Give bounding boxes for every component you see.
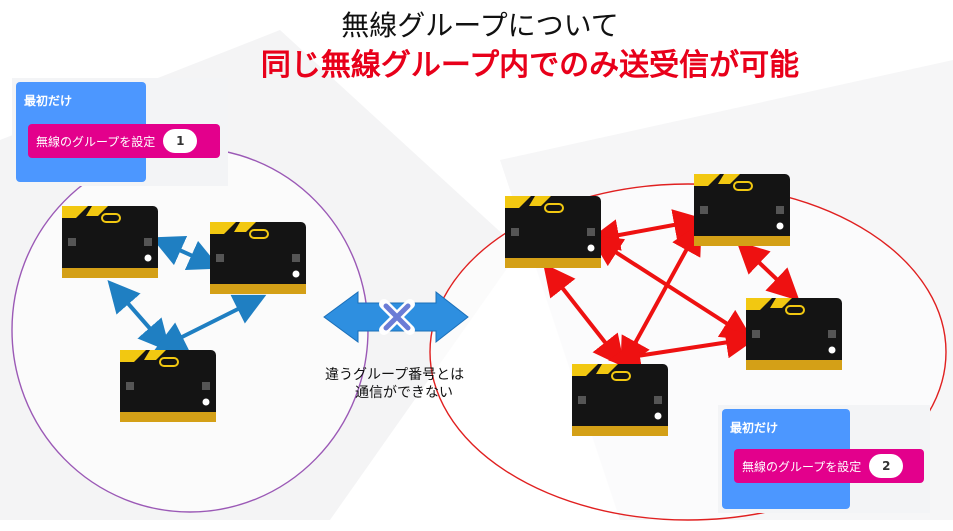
left-code-panel: 最初だけ 無線のグループを設定 1 bbox=[12, 78, 228, 186]
right-code-panel: 最初だけ 無線のグループを設定 2 bbox=[718, 405, 930, 513]
microbit-board-left-c bbox=[120, 350, 216, 422]
blocked-note: 違うグループ番号とは 通信ができない bbox=[325, 366, 525, 402]
microbit-board-left-a bbox=[62, 206, 158, 278]
page-subtitle: 同じ無線グループ内でのみ送受信が可能 bbox=[260, 48, 800, 83]
microbit-board-left-b bbox=[210, 222, 306, 294]
right-radio-block-label: 無線のグループを設定 bbox=[742, 459, 862, 474]
right-link-2-4 bbox=[736, 240, 800, 302]
left-radio-block-label: 無線のグループを設定 bbox=[36, 134, 156, 149]
right-radio-set-group-block[interactable]: 無線のグループを設定 2 bbox=[734, 449, 924, 483]
left-group-number-input[interactable]: 1 bbox=[163, 129, 198, 153]
right-link-4-3 bbox=[608, 326, 758, 372]
left-link-a-c bbox=[107, 279, 171, 353]
microbit-board-right-1 bbox=[505, 196, 601, 268]
cross-mark-icon bbox=[379, 299, 415, 335]
left-link-b-c bbox=[153, 294, 267, 352]
left-link-a-b bbox=[151, 235, 221, 271]
microbit-board-right-3 bbox=[572, 364, 668, 436]
left-radio-set-group-block[interactable]: 無線のグループを設定 1 bbox=[28, 124, 220, 158]
right-group-number-input[interactable]: 2 bbox=[869, 454, 904, 478]
page-title: 無線グループについて bbox=[341, 9, 619, 42]
right-on-start-label: 最初だけ bbox=[730, 421, 779, 435]
microbit-board-right-4 bbox=[746, 298, 842, 370]
blocked-note-line2: 通信ができない bbox=[355, 385, 453, 401]
blocked-note-line1: 違うグループ番号とは bbox=[325, 367, 465, 383]
right-link-1-3 bbox=[543, 263, 625, 368]
microbit-board-right-2 bbox=[694, 174, 790, 246]
left-on-start-label: 最初だけ bbox=[24, 94, 73, 108]
